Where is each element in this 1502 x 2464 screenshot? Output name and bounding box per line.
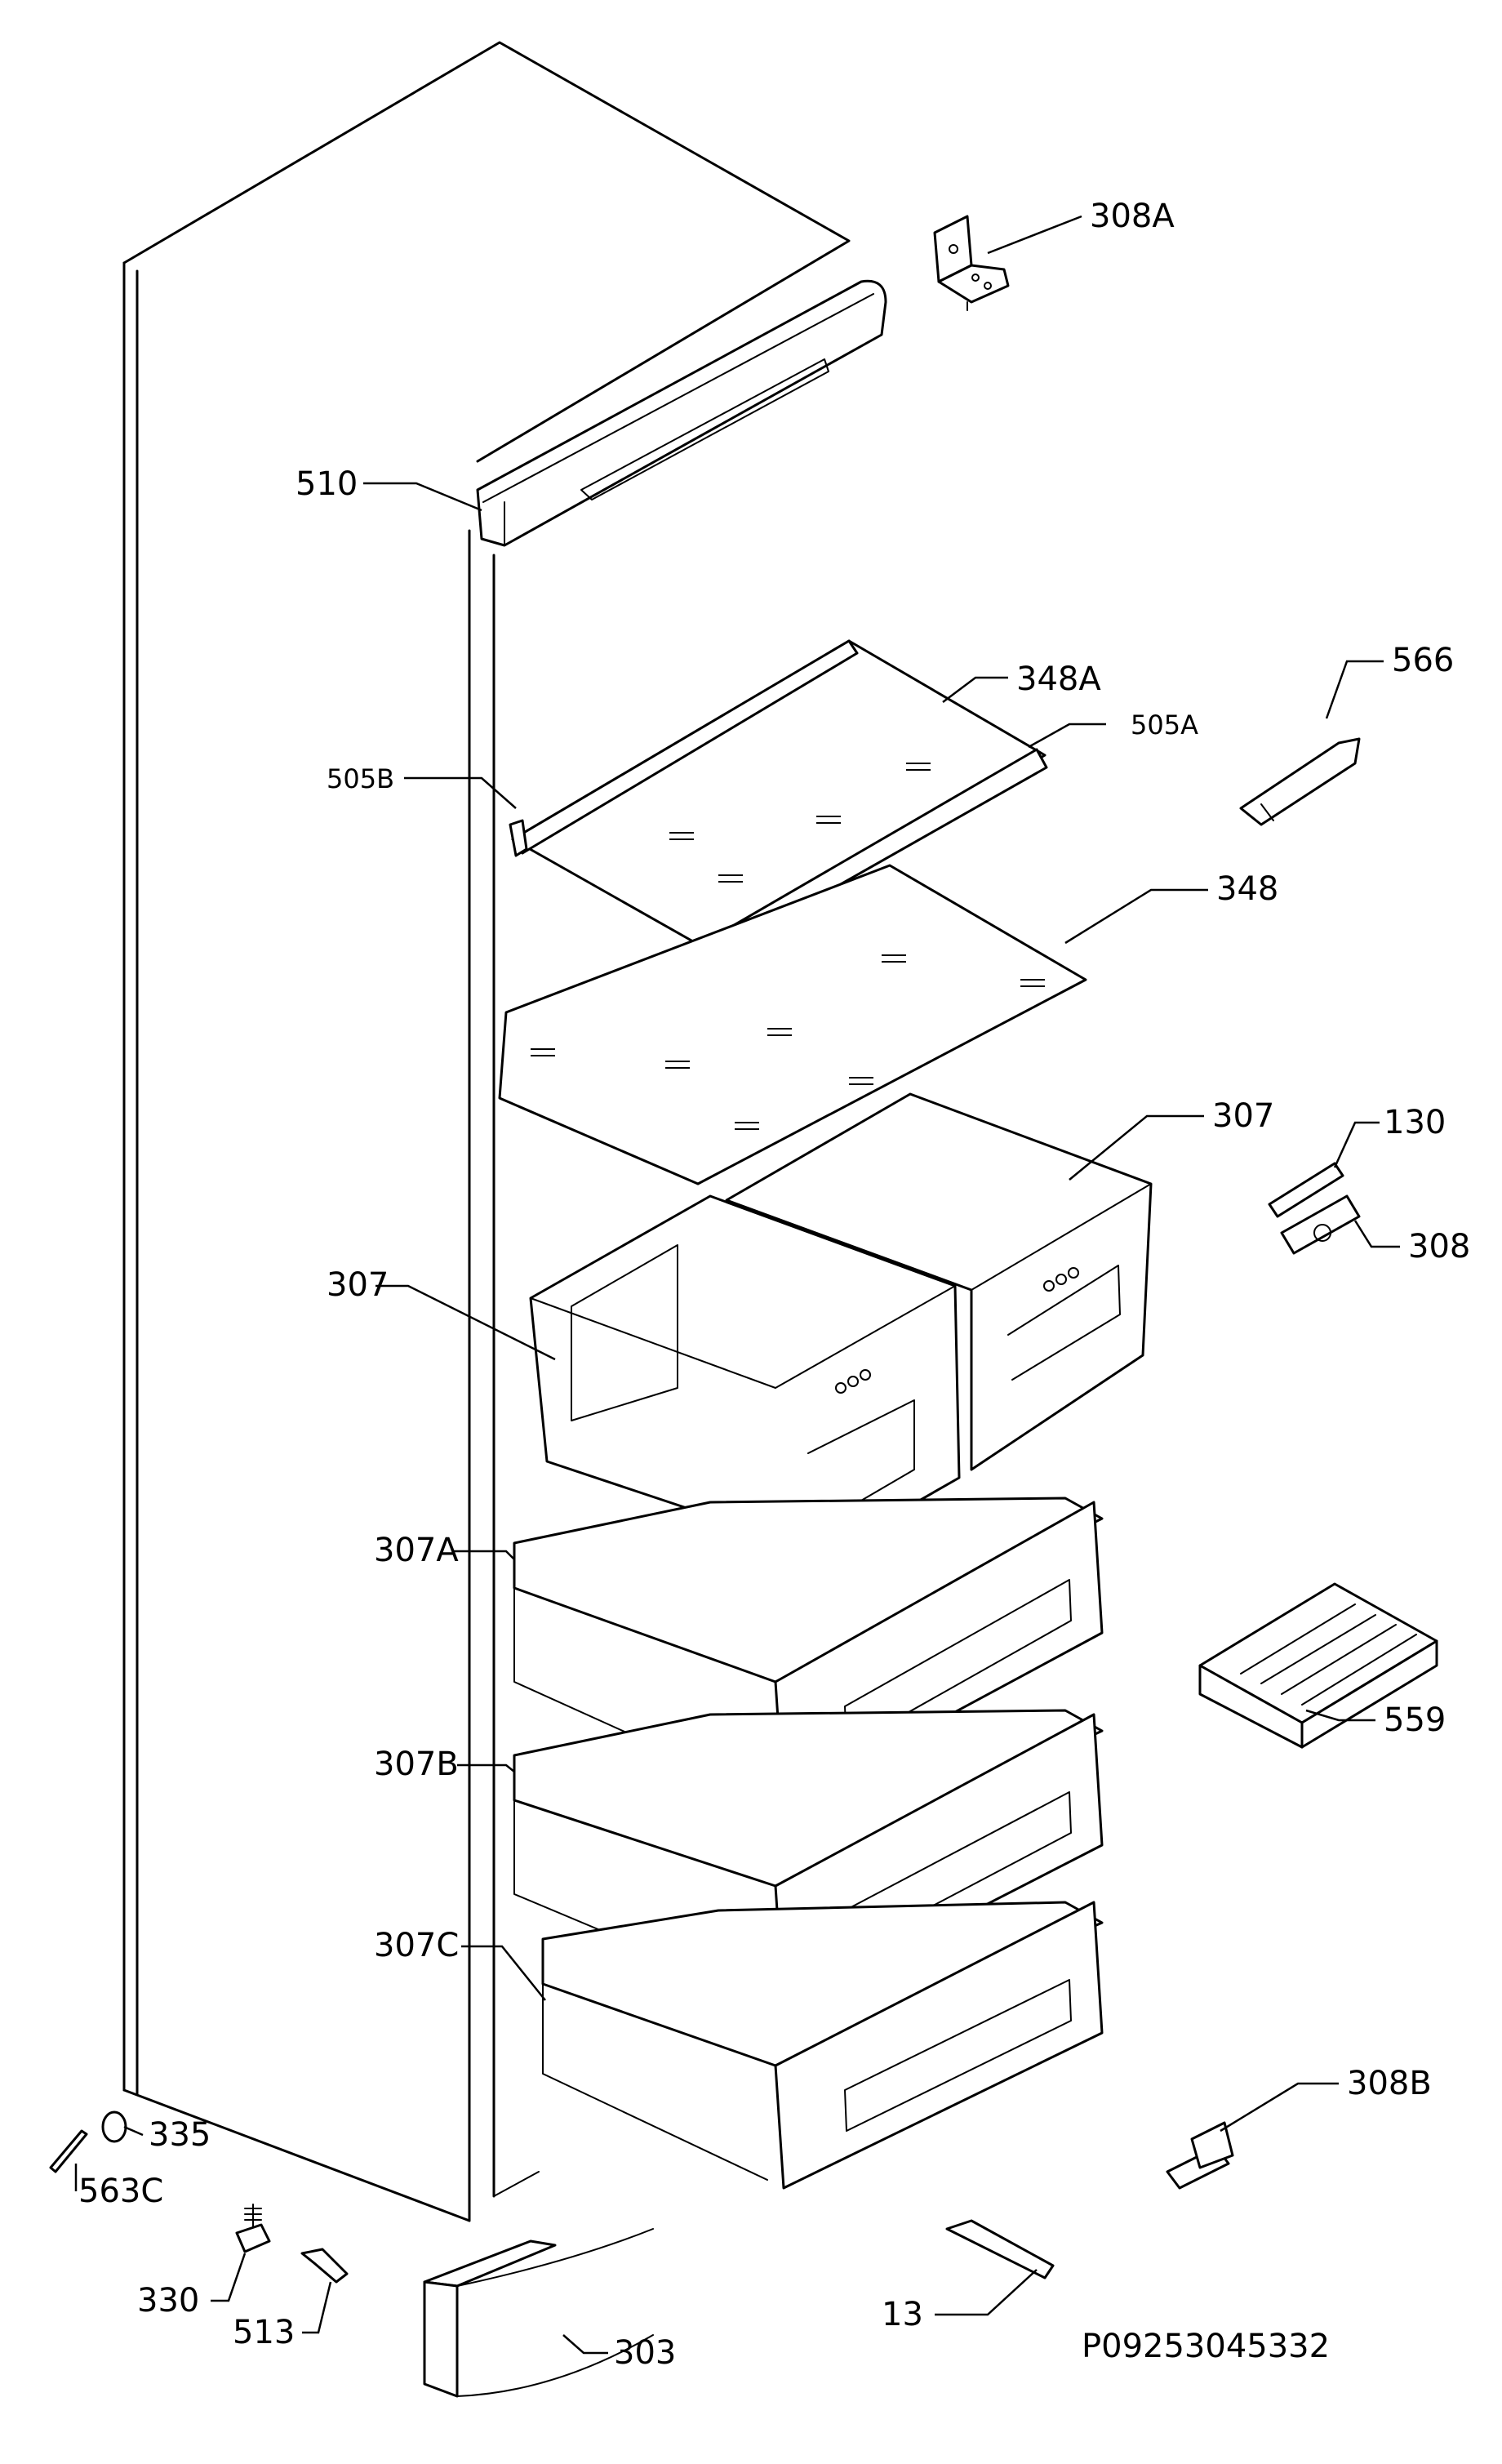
bushing-335 xyxy=(101,2110,127,2143)
cabinet-body xyxy=(122,41,851,2222)
label-307b: 307B xyxy=(374,1746,459,1783)
label-505a: 505A xyxy=(1131,709,1198,741)
hinge-part-308 xyxy=(1280,1194,1361,1255)
label-335: 335 xyxy=(149,2116,211,2154)
glass-shelf-348 xyxy=(498,864,1087,1185)
label-307-right: 307 xyxy=(1212,1097,1274,1135)
glass-shelf-348a xyxy=(509,639,1048,955)
label-563c: 563C xyxy=(78,2173,163,2210)
label-307a: 307A xyxy=(374,1532,459,1569)
label-307c: 307C xyxy=(374,1927,459,1964)
hinge-part-130 xyxy=(1268,1162,1344,1218)
label-330: 330 xyxy=(137,2282,199,2319)
label-566: 566 xyxy=(1392,642,1454,679)
label-303: 303 xyxy=(614,2334,676,2372)
drawer-307c xyxy=(541,1901,1104,2190)
door-bin-307-right xyxy=(725,1092,1153,1471)
clip-513 xyxy=(300,2248,349,2284)
label-13: 13 xyxy=(882,2296,923,2333)
label-348a: 348A xyxy=(1016,660,1101,698)
label-348: 348 xyxy=(1216,870,1278,908)
top-control-panel xyxy=(476,279,887,547)
label-559: 559 xyxy=(1384,1701,1446,1739)
drawing-number: P09253045332 xyxy=(1082,2328,1330,2365)
hinge-part-308b xyxy=(1166,2121,1234,2190)
label-308: 308 xyxy=(1408,1228,1470,1265)
leveling-foot-330 xyxy=(235,2204,271,2253)
cover-13 xyxy=(945,2219,1055,2279)
pin-563c xyxy=(49,2129,88,2173)
plinth-303 xyxy=(423,2228,654,2398)
tray-559 xyxy=(1198,1582,1438,1749)
hinge-part-566 xyxy=(1239,737,1361,826)
label-130: 130 xyxy=(1384,1104,1446,1141)
label-308a: 308A xyxy=(1090,198,1175,235)
label-505b: 505B xyxy=(327,763,394,794)
leader-lines xyxy=(74,215,1400,2355)
label-510: 510 xyxy=(296,465,358,503)
part-labels: 308A 510 566 348A 505A 505B 348 307 130 … xyxy=(78,198,1470,2372)
label-308b: 308B xyxy=(1347,2065,1432,2102)
label-513: 513 xyxy=(233,2314,295,2351)
hinge-bracket-308a xyxy=(933,215,1010,311)
label-307-left: 307 xyxy=(327,1266,389,1304)
